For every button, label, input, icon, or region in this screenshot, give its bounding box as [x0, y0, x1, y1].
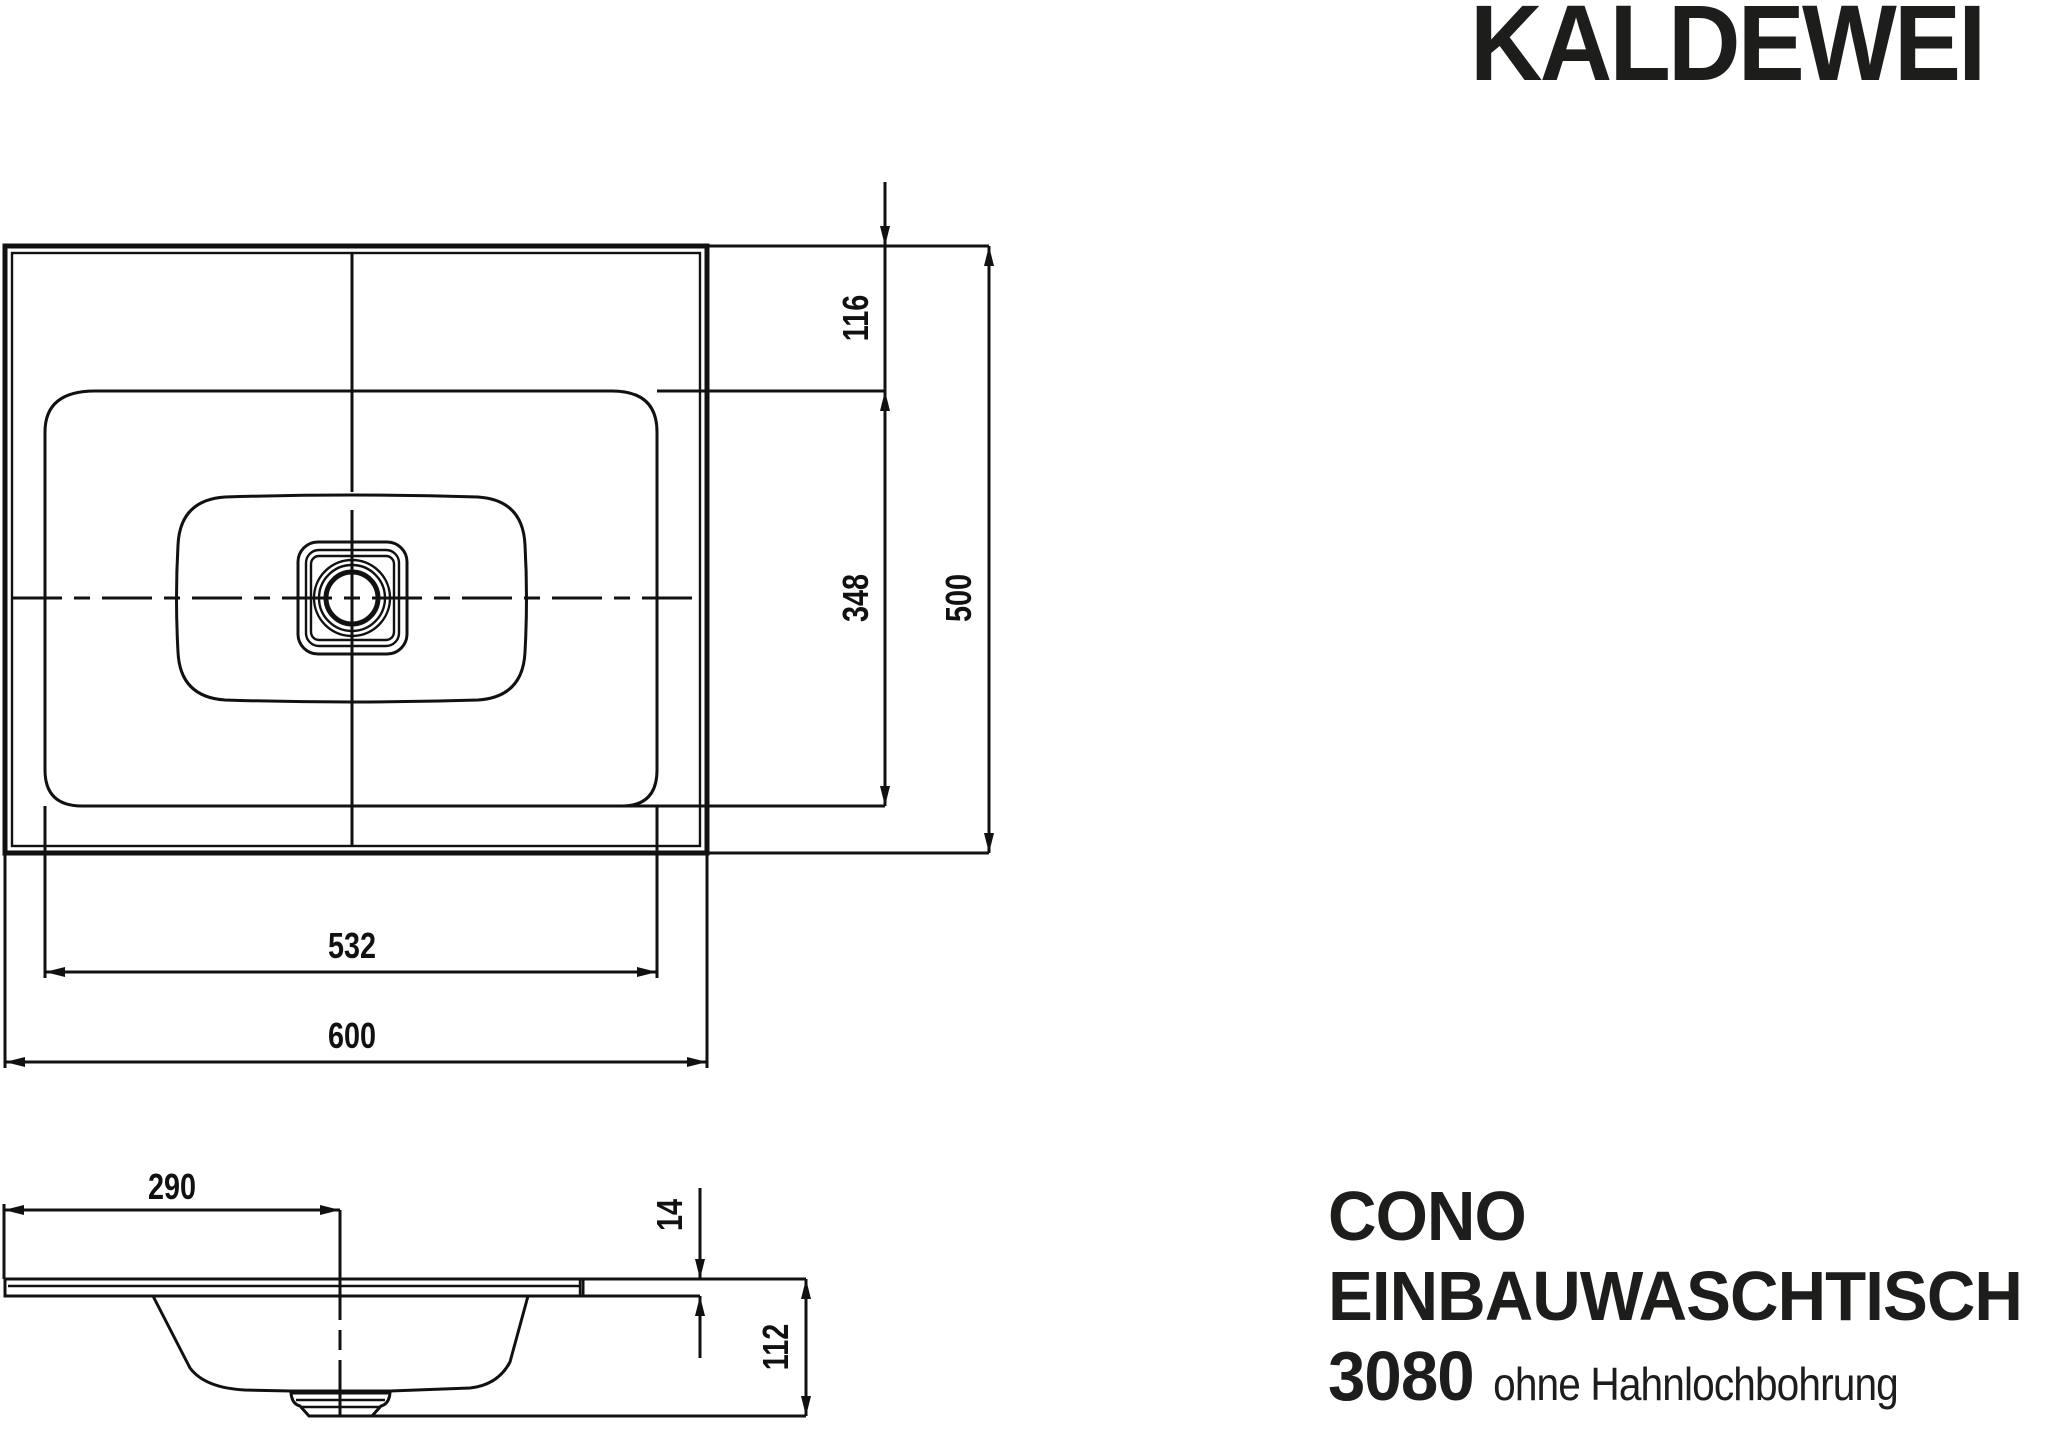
product-series: CONO	[1328, 1177, 1527, 1255]
outer-inner-outline	[10, 251, 702, 848]
dim-label-overall-width: 600	[328, 1015, 376, 1056]
product-type: EINBAUWASCHTISCH	[1328, 1257, 2023, 1335]
title-block: CONO EINBAUWASCHTISCH 3080 ohne Hahnlochb…	[1328, 1176, 2048, 1424]
kaldewei-logo: KALDEWEI	[1470, 0, 1986, 103]
dim-label-rear-deck: 116	[835, 295, 876, 341]
product-model-row: 3080 ohne Hahnlochbohrung	[1328, 1336, 2022, 1424]
dim-label-drain-offset: 290	[148, 1166, 196, 1207]
dim-label-total-height: 112	[755, 1324, 796, 1370]
dim-label-basin-depth: 348	[835, 574, 876, 622]
rim-profile	[3, 1277, 585, 1298]
side-view: 290 14 112	[2, 1166, 811, 1418]
dim-label-overall-depth: 500	[938, 574, 979, 622]
product-variant: ohne Hahnlochbohrung	[1492, 1358, 1899, 1410]
dim-label-rim-thickness: 14	[649, 1199, 690, 1231]
top-view: 116 348 500 532 600	[2, 182, 994, 1068]
outer-outline	[2, 243, 710, 856]
dim-label-basin-width: 532	[328, 925, 376, 966]
product-model-number: 3080	[1328, 1337, 1475, 1415]
